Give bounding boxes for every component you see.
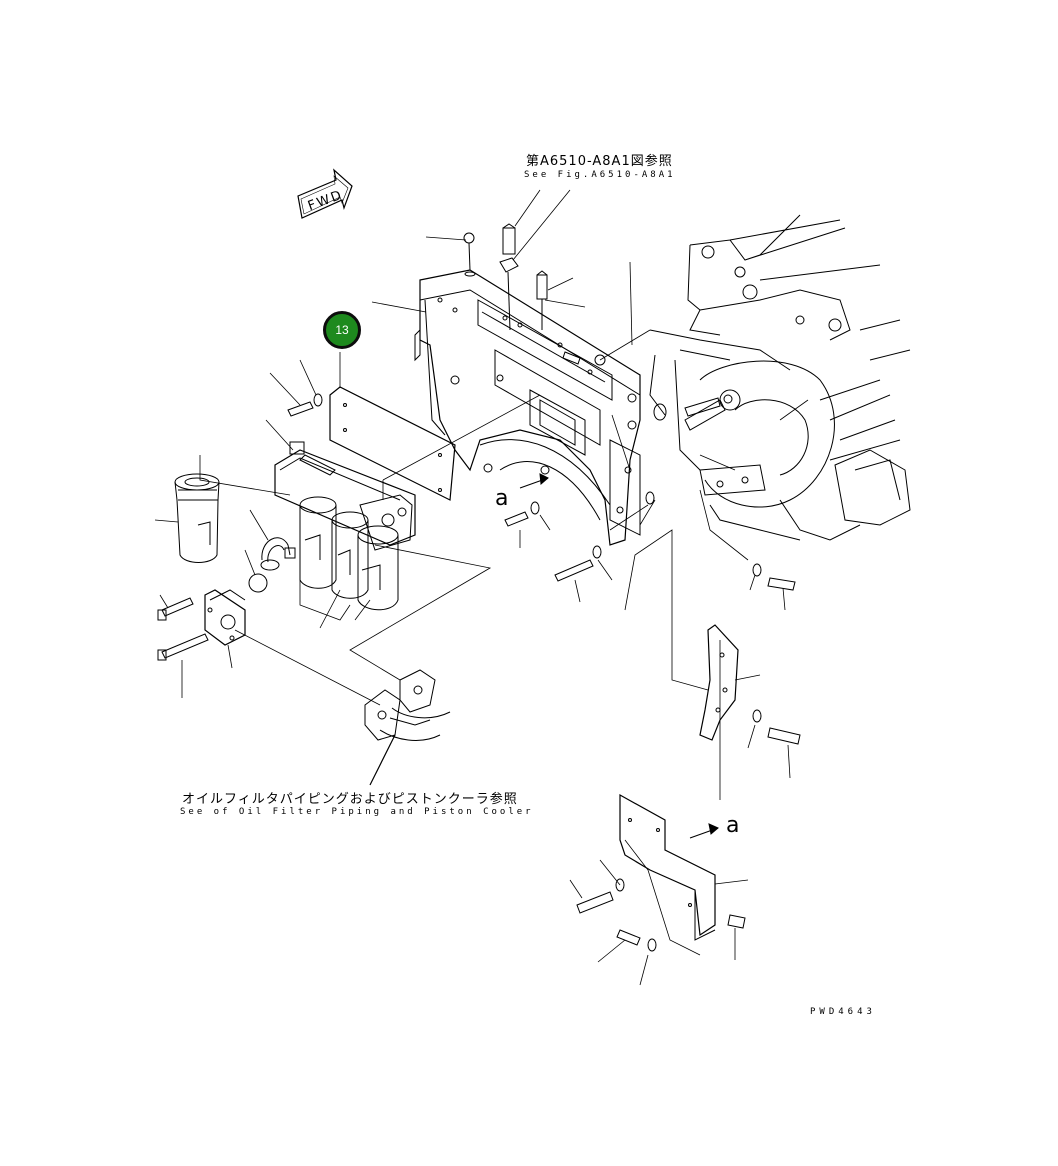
figure-code: PWD4643 [810,1007,876,1017]
cover-plate [329,386,456,501]
side-bracket [699,624,739,741]
view-arrows [519,473,719,839]
oil-filter-reference-jp: オイルフィルタパイピングおよびピストンクーラ参照 [182,792,518,807]
engine-block-illustration [649,214,911,541]
piping-elbow [364,669,451,741]
sensor-clip [248,537,296,593]
oil-filter-reference-en: See of Oil Filter Piping and Piston Cool… [180,807,534,817]
fig-reference-jp: 第A6510-A8A1図参照 [526,154,673,169]
oil-filter-assembly [274,441,416,611]
left-flange [204,589,246,646]
view-marker-detail: a [726,813,740,838]
view-marker: a [495,486,509,511]
callout-badge[interactable]: 13 [323,311,361,349]
bolts-and-washers [157,393,801,952]
filter-cartridge [174,473,220,563]
main-bracket-housing [414,269,641,546]
top-bolts [463,223,548,331]
fig-reference-en: See Fig.A6510-A8A1 [524,170,676,180]
lower-cover-plate [619,793,716,941]
leader-lines [154,189,809,986]
fwd-arrow-icon [297,168,353,219]
callout-number: 13 [335,323,349,337]
